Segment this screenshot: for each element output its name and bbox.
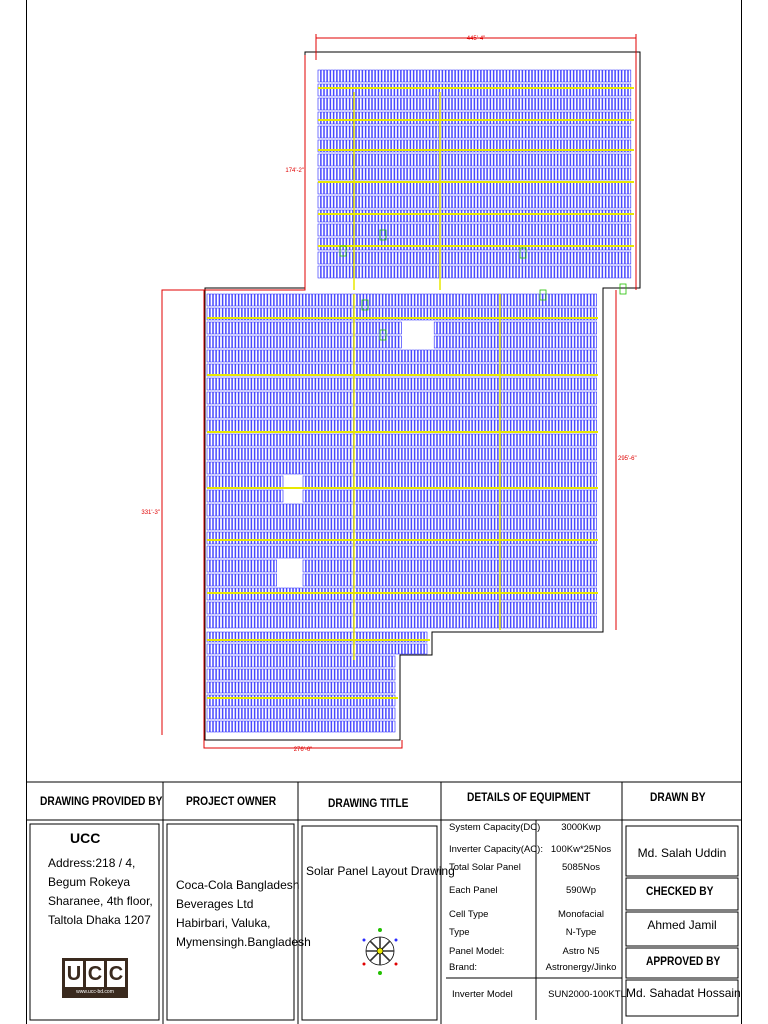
- north-compass-icon: [362, 928, 398, 975]
- logo-letter: U: [65, 961, 83, 987]
- owner-line: Coca-Cola Bangladesh: [176, 878, 300, 892]
- inverter-marker: [379, 229, 387, 241]
- equipment-table: System Capacity(DC)3000Kwp Inverter Capa…: [446, 820, 628, 978]
- address-line: Taltola Dhaka 1207: [48, 913, 151, 927]
- inverter-marker: [361, 299, 369, 311]
- equipment-row: Panel Model:Astro N5: [449, 946, 600, 957]
- equipment-row: Inverter Capacity(AC):100Kw*25Nos: [449, 844, 612, 855]
- company-address: Address:218 / 4, Begum Rokeya Sharanee, …: [48, 854, 153, 930]
- ucc-logo: U C C www.ucc-bd.com: [62, 958, 128, 998]
- project-owner-details: Coca-Cola Bangladesh Beverages Ltd Habir…: [176, 876, 311, 952]
- checked-by-name: Ahmed Jamil: [647, 918, 717, 932]
- address-line: Address:218 / 4,: [48, 856, 136, 870]
- approved-by-header: APPROVED BY: [646, 954, 721, 968]
- drawn-by-name: Md. Salah Uddin: [637, 846, 727, 860]
- drawn-by-header: DRAWN BY: [650, 790, 706, 804]
- dimension-lines: [161, 34, 637, 749]
- inverter-marker: [619, 283, 627, 295]
- checked-by-header: CHECKED BY: [646, 884, 714, 898]
- dim-top-height: 174'-2": [285, 168, 304, 174]
- inverter-marker: [539, 289, 547, 301]
- dim-left-height: 331'-3": [141, 510, 160, 516]
- address-line: Begum Rokeya: [48, 875, 131, 889]
- title-block: DRAWING PROVIDED BY PROJECT OWNER DRAWIN…: [26, 782, 742, 1024]
- owner-line: Habirbari, Valuka,: [176, 916, 271, 930]
- solar-layout-plan: 445'-4" 174'-2" 331'-3" 295'-6" 276'-6": [141, 34, 641, 753]
- owner-line: Mymensingh.Bangladesh: [176, 935, 311, 949]
- address-line: Sharanee, 4th floor,: [48, 894, 153, 908]
- provided-by-header: DRAWING PROVIDED BY: [40, 794, 163, 808]
- panel-rows: [206, 655, 396, 733]
- drawing-title-value: Solar Panel Layout Drawing: [306, 864, 455, 878]
- drawing-frame: [26, 0, 742, 1024]
- drawing-title-header: DRAWING TITLE: [328, 796, 409, 810]
- walkway-lines: [207, 87, 634, 699]
- inverter-marker: [339, 245, 347, 257]
- project-owner-header: PROJECT OWNER: [186, 794, 277, 808]
- roof-outline: [204, 51, 641, 741]
- dim-right-height: 295'-6": [618, 456, 637, 462]
- logo-url: www.ucc-bd.com: [76, 989, 114, 995]
- owner-line: Beverages Ltd: [176, 897, 254, 911]
- dim-top-width: 445'-4": [467, 36, 486, 42]
- equipment-header: DETAILS OF EQUIPMENT: [467, 790, 591, 804]
- logo-letter: C: [107, 961, 125, 987]
- panel-rows: [317, 69, 632, 279]
- inverter-marker: [519, 247, 527, 259]
- dim-bottom-width: 276'-6": [294, 747, 313, 753]
- panel-array-top: [317, 69, 632, 279]
- inverter-marker: [379, 329, 387, 341]
- company-name: UCC: [70, 830, 101, 846]
- equipment-row: System Capacity(DC)3000Kwp: [449, 822, 601, 833]
- equipment-row: Inverter Model SUN2000-100KTL: [452, 989, 626, 1000]
- logo-letter: C: [86, 961, 104, 987]
- panel-rows: [206, 631, 428, 655]
- equipment-row: Brand:Astronergy/Jinko: [449, 962, 617, 973]
- approved-by-name: Md. Sahadat Hossain: [626, 986, 741, 1000]
